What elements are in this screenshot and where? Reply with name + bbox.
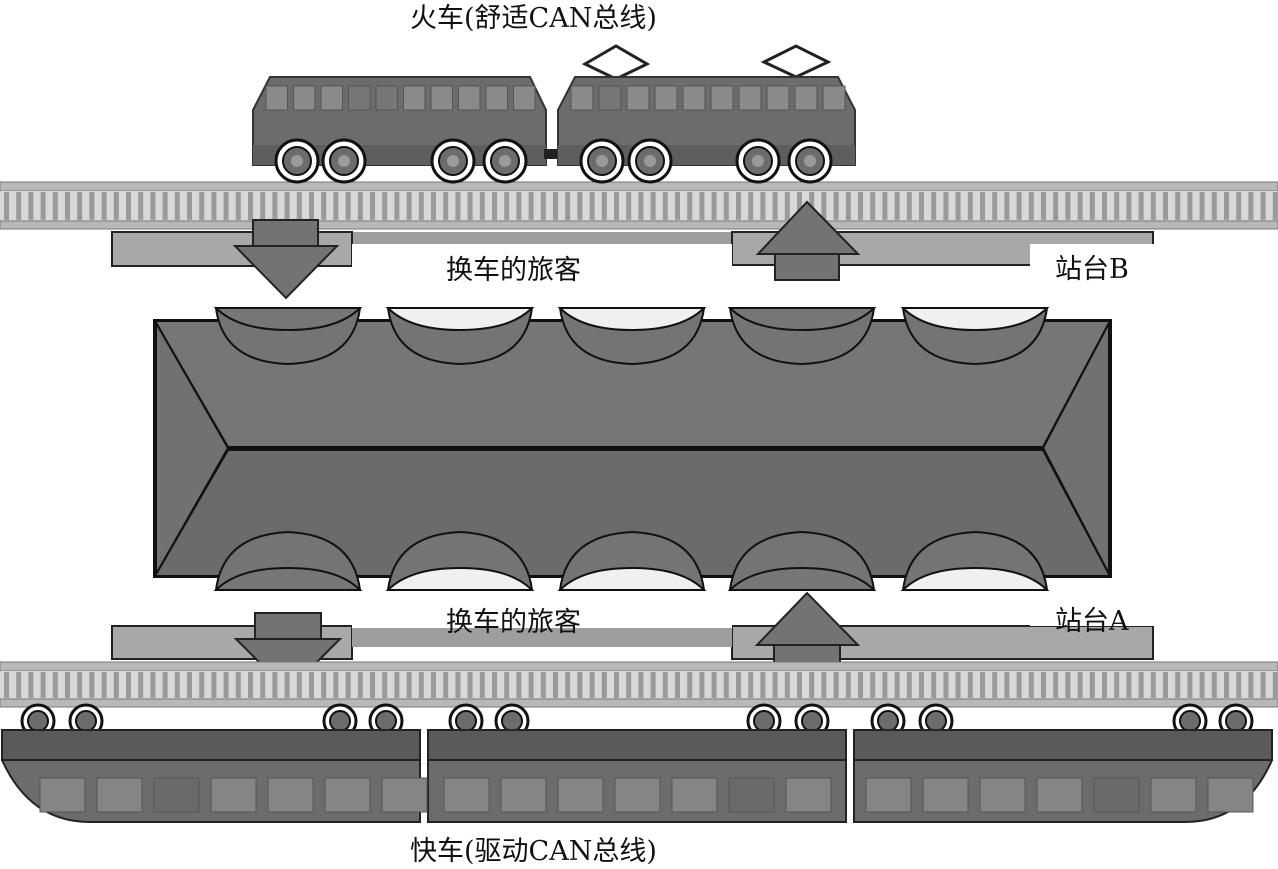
- track-bottom: [0, 662, 1278, 707]
- platform-b-label: 站台B: [1055, 256, 1129, 283]
- train-icon: [253, 46, 855, 182]
- passengers-bottom-label: 换车的旅客: [446, 609, 581, 636]
- station-icon: [155, 308, 1110, 590]
- up-arrow-icon: [757, 593, 858, 672]
- platform-a-label: 站台A: [1055, 608, 1129, 635]
- pantograph-icon: [764, 46, 828, 77]
- bottom-train-label: 快车(驱动CAN总线): [410, 838, 657, 865]
- passengers-top-label: 换车的旅客: [446, 257, 581, 284]
- track-top: [0, 182, 1278, 229]
- top-train-label: 火车(舒适CAN总线): [410, 5, 657, 32]
- pantograph-icon: [585, 46, 647, 79]
- express-train-icon: [2, 705, 1272, 822]
